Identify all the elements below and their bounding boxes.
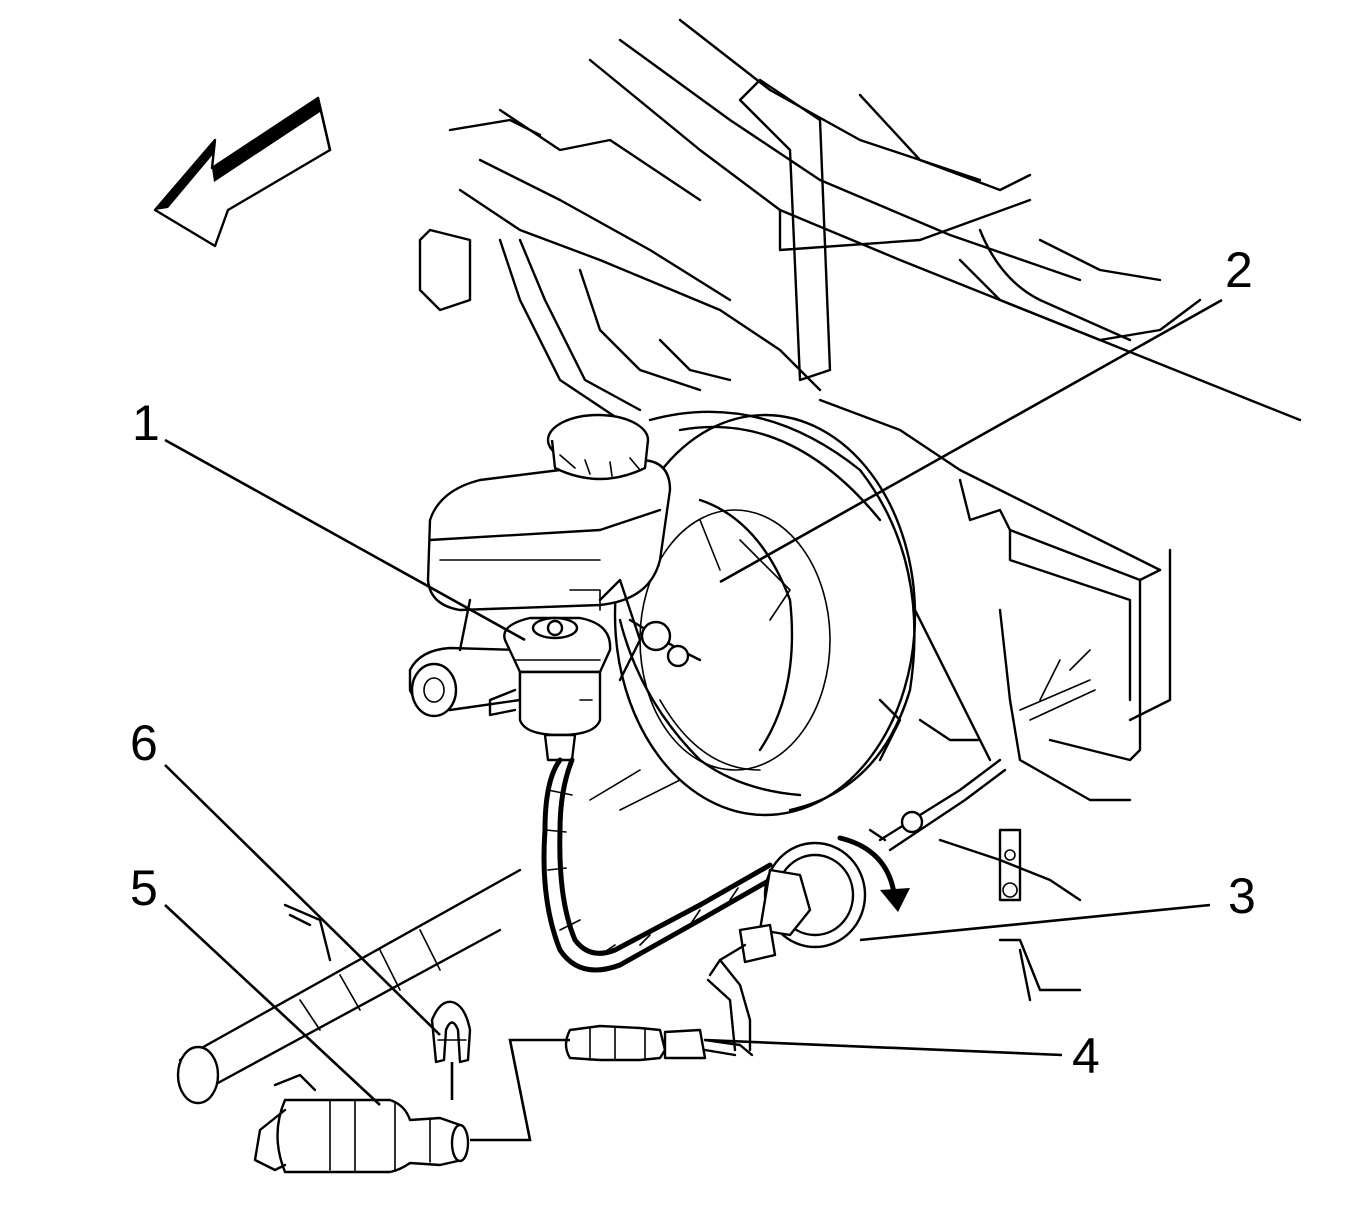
leader-lines — [164, 298, 1223, 1106]
callout-3: 3 — [1228, 868, 1256, 924]
callout-4: 4 — [1072, 1028, 1100, 1084]
connector-terminal — [470, 1024, 754, 1142]
direction-arrow-icon — [153, 96, 332, 248]
body-structure — [418, 18, 1302, 1002]
callout-2: 2 — [1225, 242, 1253, 298]
harness-connector-clip — [430, 1000, 472, 1100]
callout-1: 1 — [132, 395, 160, 451]
wiring-harness — [541, 757, 773, 973]
callout-5: 5 — [130, 860, 158, 916]
harness-connector — [253, 1073, 470, 1174]
brake-lines — [868, 758, 1007, 852]
rotation-arrow-icon — [837, 835, 910, 912]
harness-grommet — [706, 841, 867, 1052]
callout-labels: 1 2 3 4 5 6 — [130, 242, 1256, 1084]
master-cylinder-reservoir — [408, 413, 702, 718]
crossmember-tube — [176, 868, 522, 1105]
fluid-level-sensor — [488, 616, 612, 762]
callout-6: 6 — [130, 715, 158, 771]
